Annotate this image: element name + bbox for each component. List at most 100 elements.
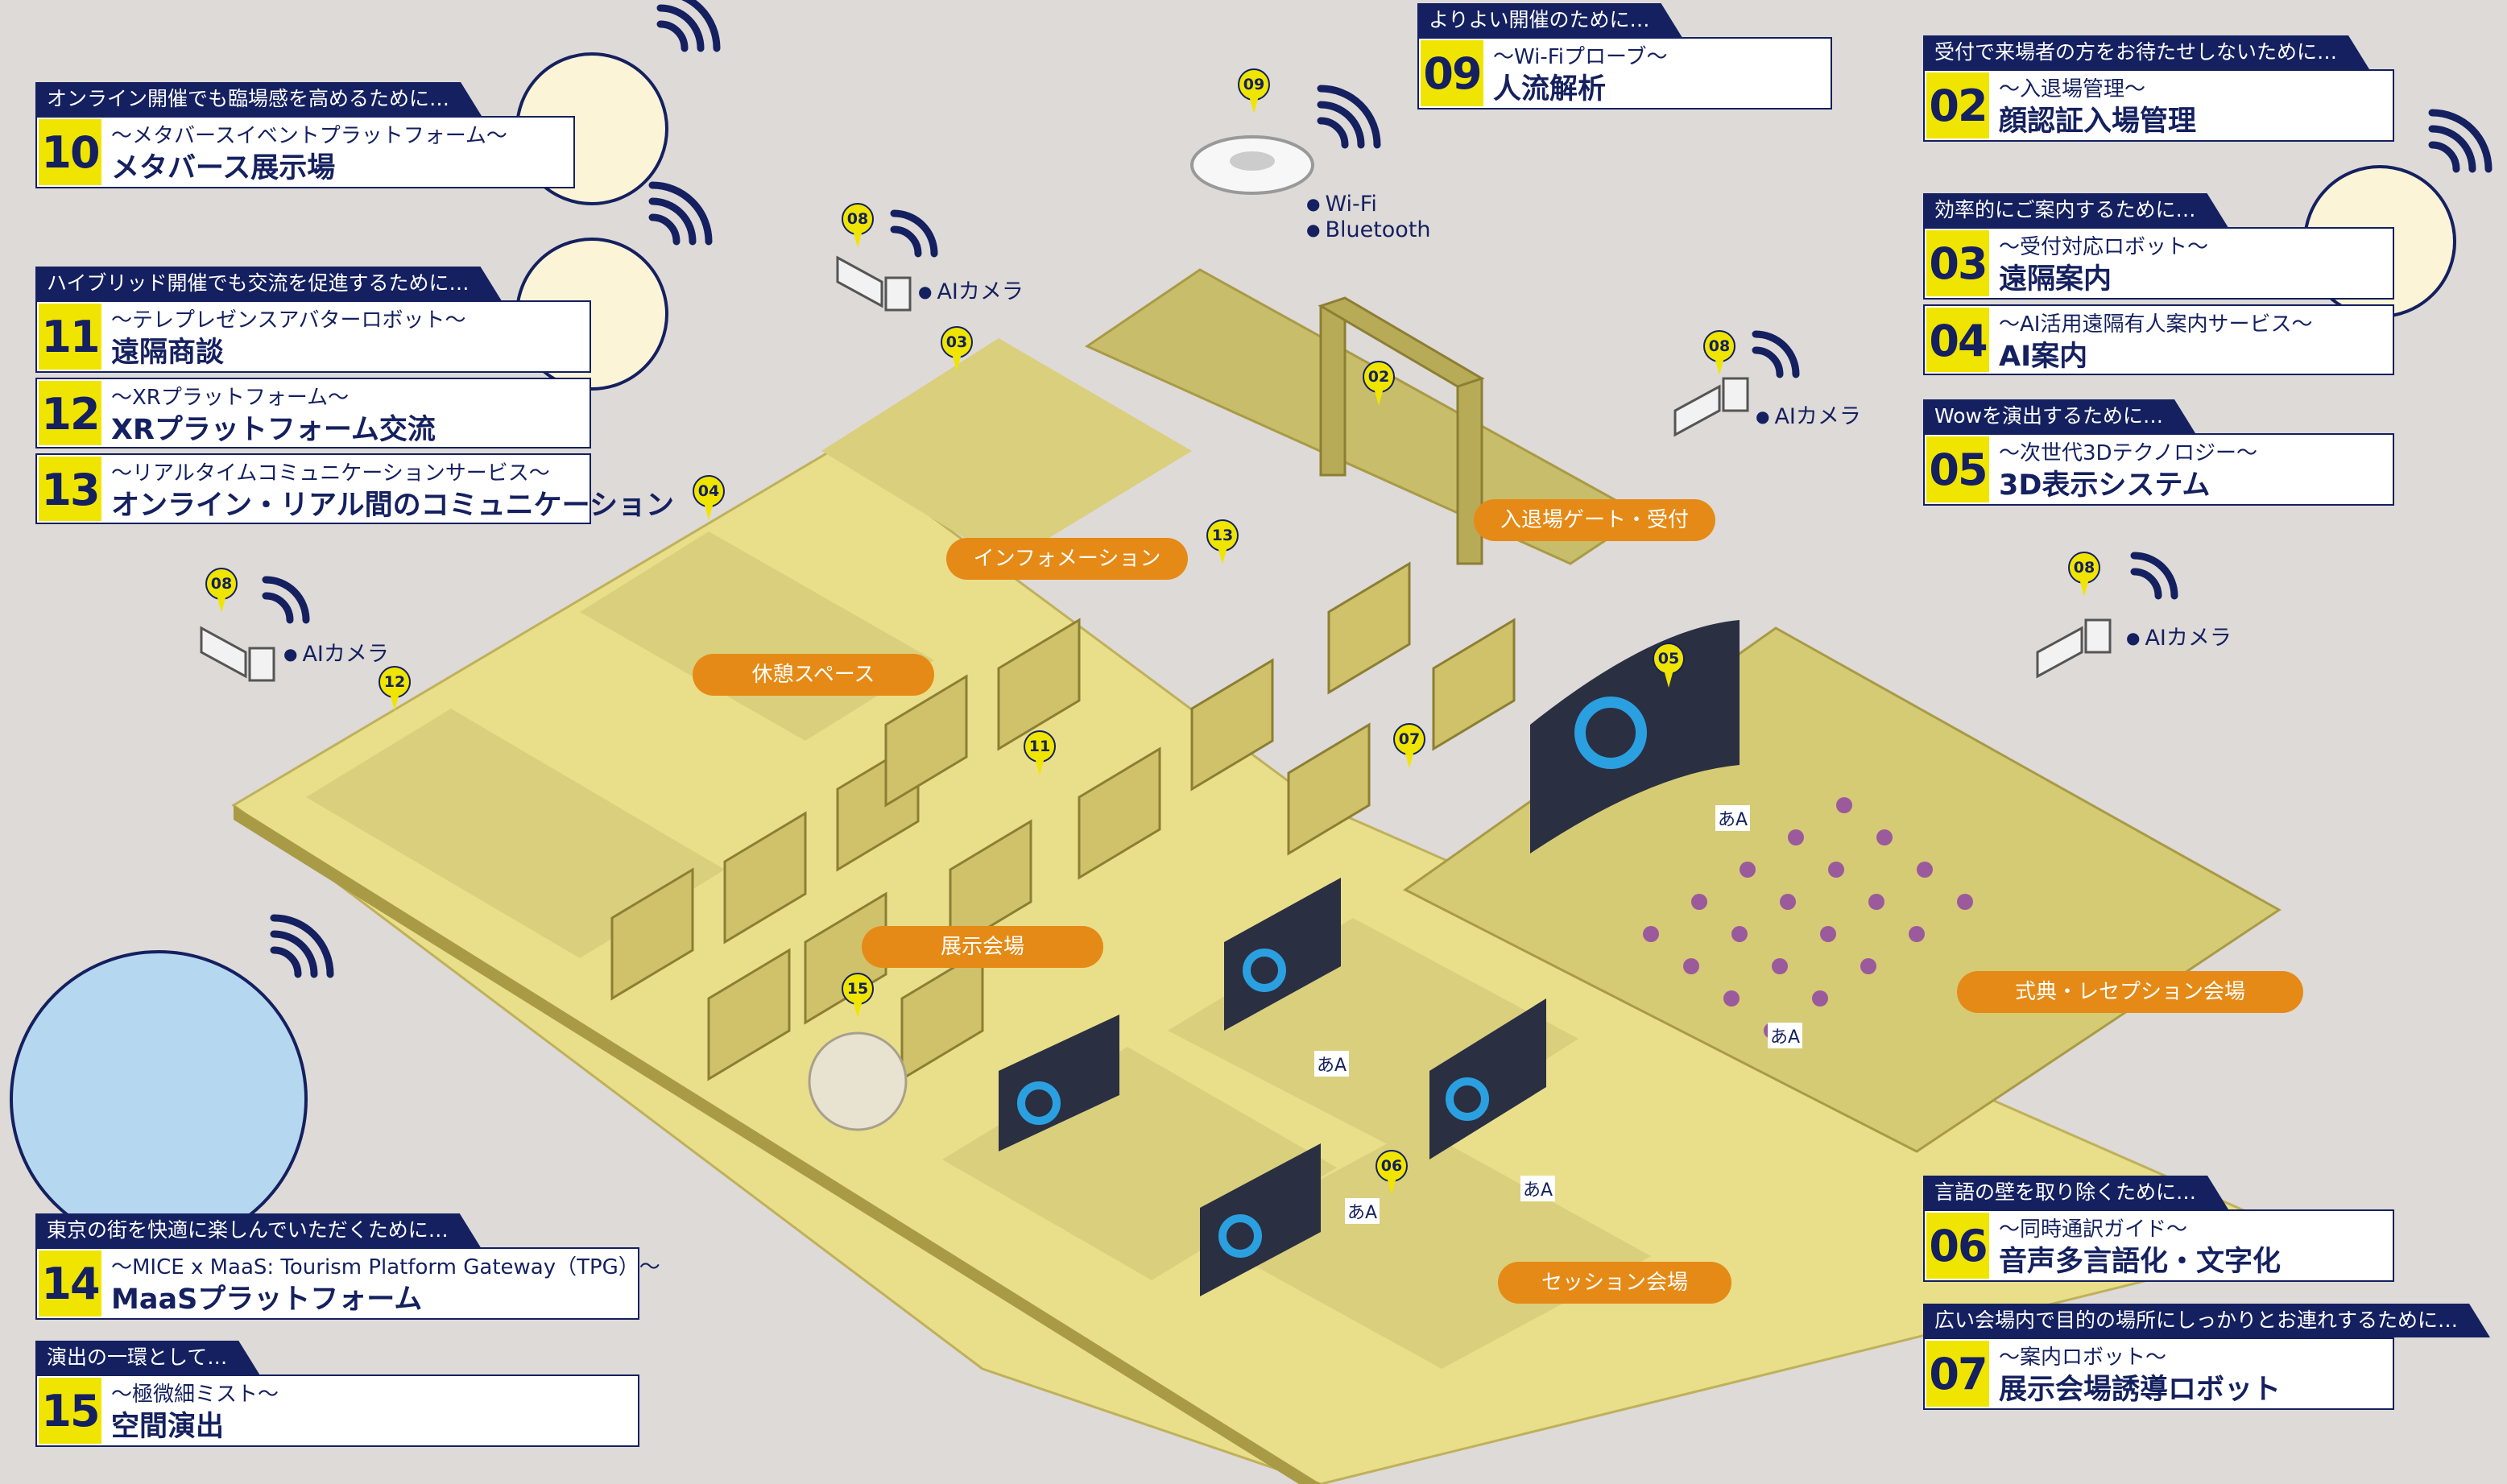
callout-02: 受付で来場者の方をお待たせしないために… 02 〜入退場管理〜 顔認証入場管理	[1923, 35, 2394, 142]
callout-number: 05	[1926, 436, 1989, 502]
callout-title: オンライン・リアル間のコミュニケーション	[111, 490, 674, 522]
map-pin: 03	[941, 326, 973, 373]
floor-xr	[306, 709, 725, 958]
session-screens	[999, 878, 1546, 1296]
callout-box: 15 〜極微細ミスト〜 空間演出	[35, 1374, 639, 1447]
callout-subtitle: 〜Wi-Fiプローブ〜	[1493, 45, 1668, 69]
callout-subtitle: 〜極微細ミスト〜	[111, 1383, 279, 1407]
map-pin: 05	[1653, 643, 1685, 689]
callout-07: 広い会場内で目的の場所にしっかりとお連れするために… 07 〜案内ロボット〜 展…	[1923, 1304, 2439, 1410]
ai-camera-legend: AIカメラ	[2126, 620, 2231, 651]
map-pin: 08	[205, 568, 238, 614]
callout-tag: ハイブリッド開催でも交流を促進するために…	[35, 267, 502, 300]
callout-box: 14 〜MICE x MaaS: Tourism Platform Gatewa…	[35, 1247, 660, 1320]
callout-tag: 効率的にご案内するために…	[1923, 193, 2228, 227]
callout-title: 遠隔案内	[1999, 263, 2112, 296]
callout-box: 06 〜同時通訳ガイド〜 音声多言語化・文字化	[1923, 1209, 2394, 1282]
callout-title: 空間演出	[111, 1411, 225, 1443]
entrance-gate	[1318, 296, 1485, 565]
callout-title: XRプラットフォーム交流	[111, 414, 436, 446]
callout-title: 人流解析	[1493, 73, 1607, 105]
area-label-session: セッション会場	[1498, 1262, 1731, 1304]
callout-number: 10	[39, 119, 101, 185]
callout-15: 演出の一環として… 15 〜極微細ミスト〜 空間演出	[35, 1341, 639, 1447]
ai-camera-legend: AIカメラ	[918, 274, 1023, 305]
callout-12: 12 〜XRプラットフォーム〜 XRプラットフォーム交流	[35, 378, 591, 449]
map-pin: 11	[1024, 730, 1056, 777]
callout-number: 02	[1926, 72, 1989, 138]
callout-14: 東京の街を快適に楽しんでいただくために… 14 〜MICE x MaaS: To…	[35, 1213, 660, 1320]
callout-04: 04 〜AI活用遠隔有人案内サービス〜 AI案内	[1923, 304, 2394, 375]
map-pin: 09	[1238, 68, 1270, 115]
callout-subtitle: 〜メタバースイベントプラットフォーム〜	[111, 124, 507, 148]
callout-box: 11 〜テレプレゼンスアバターロボット〜 遠隔商談	[35, 300, 591, 373]
callout-title: メタバース展示場	[111, 152, 336, 184]
callout-title: 3D表示システム	[1999, 469, 2211, 502]
callout-06: 言語の壁を取り除くために… 06 〜同時通訳ガイド〜 音声多言語化・文字化	[1923, 1176, 2394, 1282]
callout-tag: よりよい開催のために…	[1417, 3, 1682, 37]
callout-title: AI案内	[1999, 341, 2088, 373]
area-label-ceremony: 式典・レセプション会場	[1957, 971, 2303, 1013]
callout-subtitle: 〜AI活用遠隔有人案内サービス〜	[1999, 312, 2313, 337]
callout-tag: 広い会場内で目的の場所にしっかりとお連れするために…	[1923, 1304, 2490, 1337]
map-pin: 07	[1393, 723, 1425, 770]
callout-title: 顔認証入場管理	[1999, 105, 2197, 138]
callout-number: 12	[39, 381, 101, 445]
callout-number: 09	[1421, 40, 1483, 106]
wifi-legend: Wi-Fi	[1306, 192, 1376, 217]
callout-subtitle: 〜次世代3Dテクノロジー〜	[1999, 441, 2258, 465]
exhibition-booths	[610, 561, 1516, 1081]
mist-dome	[808, 1031, 908, 1131]
callout-number: 13	[39, 457, 101, 521]
callout-box: 05 〜次世代3Dテクノロジー〜 3D表示システム	[1923, 433, 2394, 506]
callout-subtitle: 〜入退場管理〜	[1999, 77, 2146, 101]
ai-camera-legend: AIカメラ	[1756, 399, 1860, 430]
floor-main-edge	[234, 805, 1321, 1484]
callout-box: 12 〜XRプラットフォーム〜 XRプラットフォーム交流	[35, 378, 591, 449]
map-pin: 06	[1376, 1150, 1408, 1197]
callout-tag: Wowを演出するために…	[1923, 399, 2195, 433]
wifi-signal-icons	[262, 0, 2493, 978]
callout-number: 04	[1926, 308, 1989, 372]
area-label-gate: 入退場ゲート・受付	[1474, 499, 1715, 541]
callout-box: 13 〜リアルタイムコミュニケーションサービス〜 オンライン・リアル間のコミュニ…	[35, 453, 674, 524]
callout-box: 03 〜受付対応ロボット〜 遠隔案内	[1923, 227, 2394, 300]
callout-subtitle: 〜XRプラットフォーム〜	[111, 386, 350, 410]
translation-icon: あA	[1715, 805, 1751, 831]
translation-icon: あA	[1345, 1198, 1380, 1224]
map-pin: 08	[2068, 552, 2100, 598]
city-maas-illustration	[10, 950, 308, 1248]
ai-camera-legend: AIカメラ	[283, 636, 388, 668]
area-label-info: インフォメーション	[946, 538, 1188, 580]
callout-05: Wowを演出するために… 05 〜次世代3Dテクノロジー〜 3D表示システム	[1923, 399, 2394, 506]
translation-icon: あA	[1520, 1176, 1556, 1201]
callout-box: 07 〜案内ロボット〜 展示会場誘導ロボット	[1923, 1337, 2394, 1410]
callout-box: 04 〜AI活用遠隔有人案内サービス〜 AI案内	[1923, 304, 2394, 375]
callout-11: ハイブリッド開催でも交流を促進するために… 11 〜テレプレゼンスアバターロボッ…	[35, 267, 591, 373]
callout-number: 14	[39, 1250, 101, 1317]
callout-13: 13 〜リアルタイムコミュニケーションサービス〜 オンライン・リアル間のコミュニ…	[35, 453, 674, 524]
callout-subtitle: 〜MICE x MaaS: Tourism Platform Gateway（T…	[111, 1255, 660, 1279]
callout-number: 06	[1926, 1213, 1989, 1279]
callout-box: 09 〜Wi-Fiプローブ〜 人流解析	[1417, 37, 1832, 110]
map-pin: 13	[1206, 519, 1239, 566]
map-pin: 12	[379, 666, 411, 713]
callout-number: 03	[1926, 230, 1989, 296]
callout-tag: 言語の壁を取り除くために…	[1923, 1176, 2228, 1209]
ai-camera-icons	[200, 255, 2112, 682]
map-pin: 04	[693, 475, 725, 522]
callout-tag: 演出の一環として…	[35, 1341, 259, 1374]
callout-tag: オンライン開催でも臨場感を高めるために…	[35, 82, 482, 116]
callout-subtitle: 〜リアルタイムコミュニケーションサービス〜	[111, 461, 550, 486]
callout-tag: 東京の街を快適に楽しんでいただくために…	[35, 1213, 481, 1247]
callout-subtitle: 〜テレプレゼンスアバターロボット〜	[111, 308, 466, 333]
callout-box: 10 〜メタバースイベントプラットフォーム〜 メタバース展示場	[35, 116, 575, 188]
callout-10: オンライン開催でも臨場感を高めるために… 10 〜メタバースイベントプラットフォ…	[35, 82, 575, 188]
callout-number: 07	[1926, 1341, 1989, 1407]
callout-03: 効率的にご案内するために… 03 〜受付対応ロボット〜 遠隔案内	[1923, 193, 2394, 300]
map-pin: 15	[842, 973, 874, 1019]
callout-number: 11	[39, 304, 101, 370]
area-label-rest: 休憩スペース	[693, 654, 934, 696]
callout-subtitle: 〜受付対応ロボット〜	[1999, 235, 2209, 259]
